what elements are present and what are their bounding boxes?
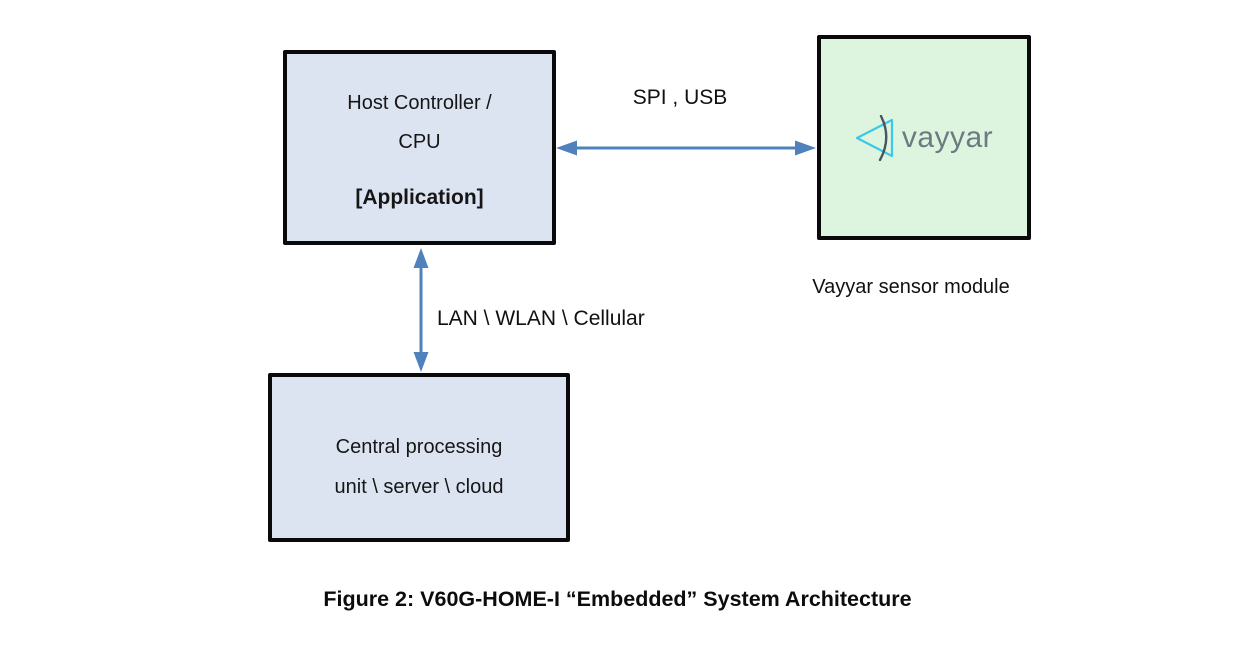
lan-wlan-cellular-label: LAN \ WLAN \ Cellular	[437, 307, 645, 330]
vayyar-eye-icon	[855, 114, 893, 161]
vayyar-sensor-module-label: Vayyar sensor module	[812, 276, 1010, 298]
host-application-label: [Application]	[355, 186, 484, 209]
host-controller-line2: CPU	[398, 131, 441, 153]
vayyar-sensor-box: vayyar	[817, 35, 1031, 240]
spi-usb-label: SPI , USB	[632, 86, 728, 109]
central-processing-box: Central processing unit \ server \ cloud	[268, 373, 570, 542]
host-controller-box: Host Controller / CPU [Application]	[283, 50, 556, 245]
host-controller-line1: Host Controller /	[347, 92, 492, 114]
spi-usb-arrow	[556, 140, 816, 156]
figure-caption: Figure 2: V60G-HOME-I “Embedded” System …	[323, 587, 912, 611]
vayyar-logo-text: vayyar	[901, 120, 994, 154]
central-processing-line1: Central processing	[335, 435, 503, 458]
vayyar-logo: vayyar	[855, 114, 994, 161]
lan-wlan-cellular-arrow	[413, 248, 429, 372]
central-processing-line2: unit \ server \ cloud	[334, 475, 504, 498]
